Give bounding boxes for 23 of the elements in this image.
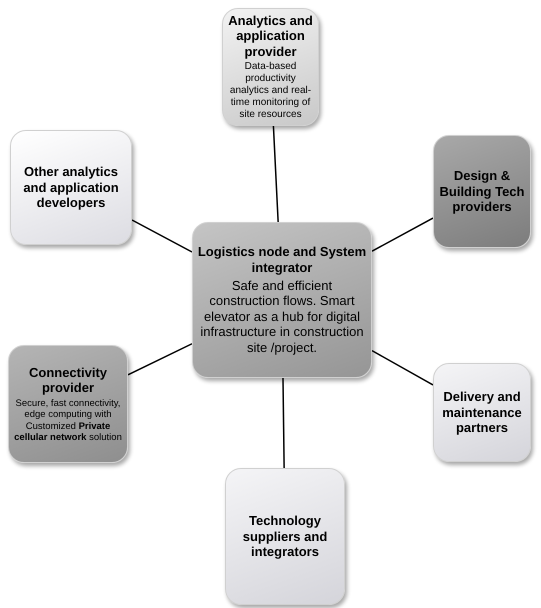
box-title: Delivery and maintenance partners	[441, 389, 523, 436]
box-description: Data-based productivity analytics and real-time monitoring of site resources	[228, 61, 312, 122]
rounded-box	[192, 222, 372, 378]
box-title: Logistics node and System integrator	[197, 244, 367, 276]
connector-line	[132, 219, 192, 253]
box-title: Analytics and application provider	[227, 12, 314, 60]
box-title: Connectivity provider	[28, 364, 108, 396]
box-title: Other analytics and application developers	[22, 164, 120, 211]
box-title: Technology suppliers and integrators	[242, 513, 328, 560]
connector-line	[282, 378, 285, 468]
rounded-box	[10, 130, 132, 245]
connector-line	[372, 350, 434, 386]
rounded-box	[433, 135, 531, 248]
rounded-box	[8, 345, 128, 463]
connector-line	[372, 217, 434, 252]
connector-line	[128, 343, 192, 376]
rounded-box	[225, 468, 345, 605]
box-description: Secure, fast connectivity, edge computing with Customized Private cellular network solution	[13, 398, 123, 444]
box-description: Safe and efficient construction flows. Smart elevator as a hub for digital infrastructure in construction site /project.	[199, 278, 365, 356]
box-title: Design & Building Tech providers	[438, 168, 526, 215]
rounded-box	[433, 363, 531, 462]
connector-line	[272, 126, 279, 222]
rounded-box	[222, 8, 319, 126]
